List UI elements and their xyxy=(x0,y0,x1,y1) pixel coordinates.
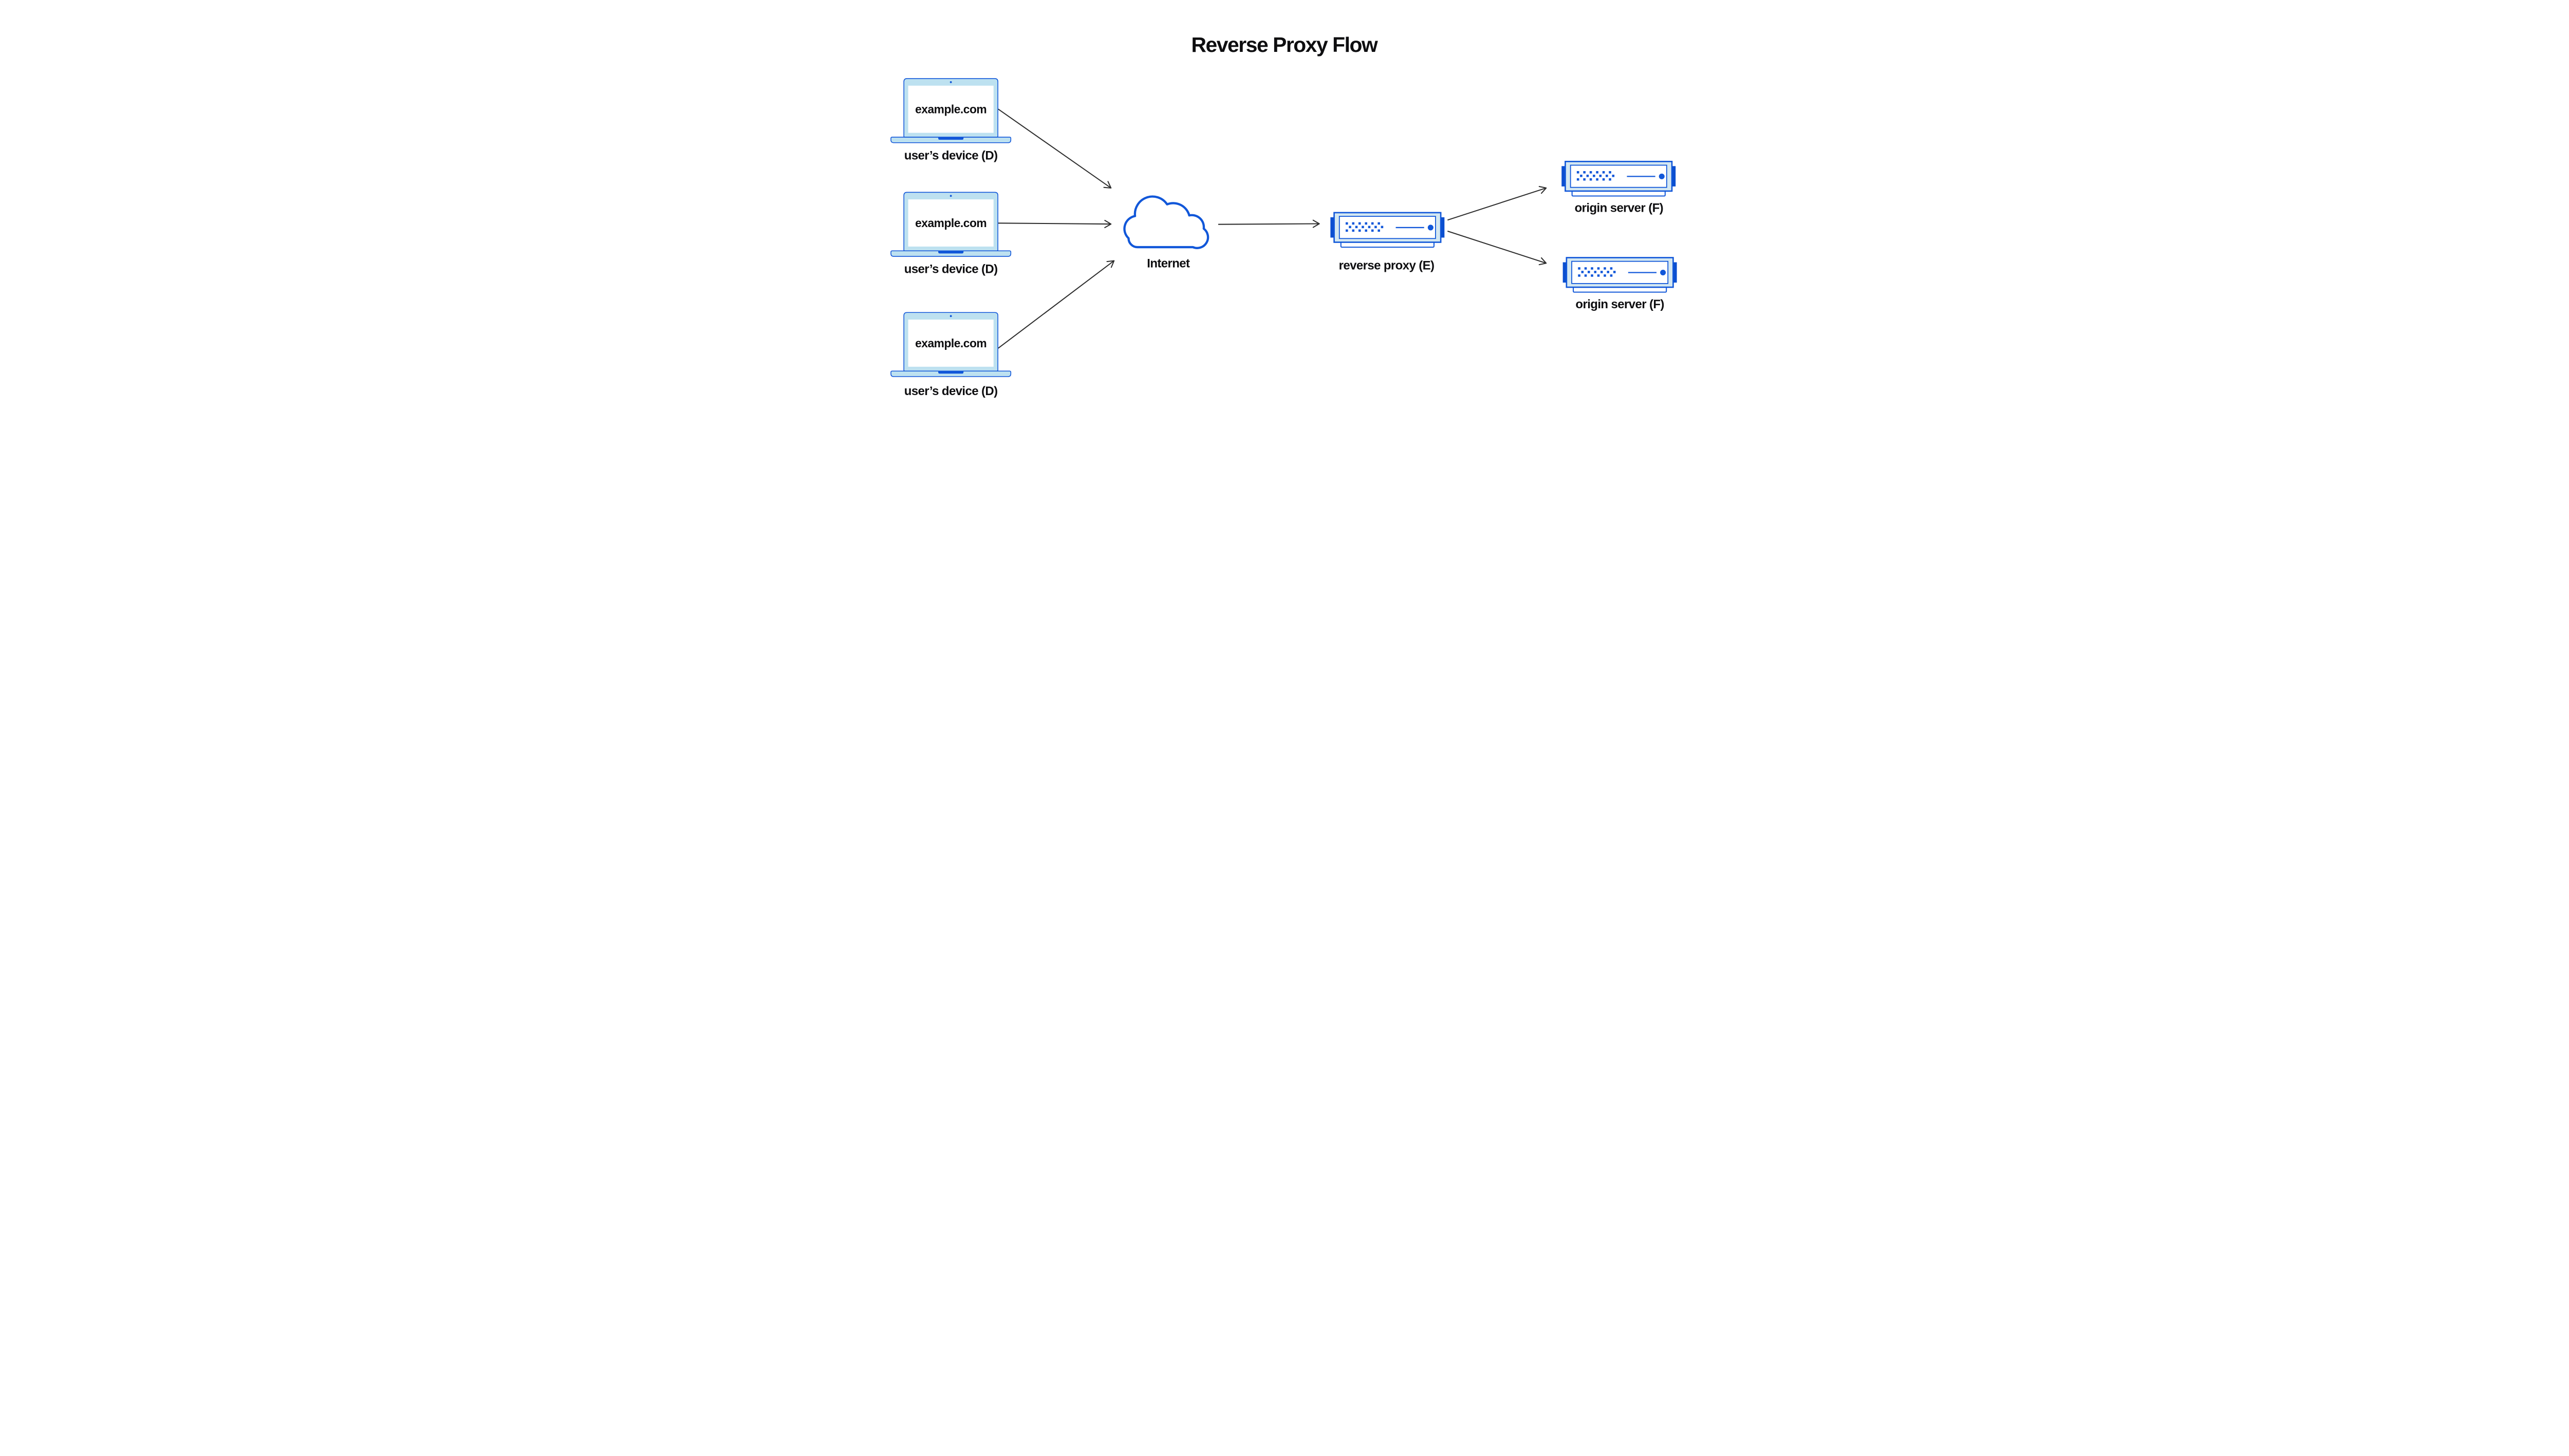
device2-caption: user’s device (D) xyxy=(904,262,998,276)
node-origin-server-2: origin server (F) xyxy=(1562,257,1678,311)
origin-server2-caption: origin server (F) xyxy=(1575,297,1664,311)
arrow-device3-to-internet xyxy=(998,260,1115,349)
page-title: Reverse Proxy Flow xyxy=(1192,33,1378,57)
device1-screen-label: example.com xyxy=(915,103,986,116)
reverse-proxy-caption: reverse proxy (E) xyxy=(1339,258,1435,272)
arrows xyxy=(998,108,1547,349)
device1-caption: user’s device (D) xyxy=(904,149,998,163)
arrow-device1-to-internet xyxy=(998,108,1112,189)
arrow-proxy-to-origin1 xyxy=(1447,185,1547,221)
cloud-icon xyxy=(1123,195,1209,249)
arrow-device2-to-internet xyxy=(998,220,1112,228)
internet-caption: Internet xyxy=(1147,257,1190,271)
server-icon xyxy=(1562,257,1678,293)
node-user-device-2: example.com user’s device (D) xyxy=(890,192,1012,276)
server-icon xyxy=(1560,161,1677,197)
node-user-device-3: example.com user’s device (D) xyxy=(890,312,1012,398)
node-internet: Internet xyxy=(1123,195,1209,271)
device3-screen-label: example.com xyxy=(915,337,986,350)
server-icon xyxy=(1330,212,1445,248)
diagram-svg: Reverse Proxy Flow example.com user’s de… xyxy=(848,0,1721,437)
node-reverse-proxy: reverse proxy (E) xyxy=(1330,212,1445,272)
origin-server1-caption: origin server (F) xyxy=(1575,201,1663,215)
arrow-internet-to-proxy xyxy=(1218,219,1320,228)
device2-screen-label: example.com xyxy=(915,216,986,230)
node-user-device-1: example.com user’s device (D) xyxy=(890,78,1012,163)
device3-caption: user’s device (D) xyxy=(904,384,998,398)
node-origin-server-1: origin server (F) xyxy=(1560,161,1677,215)
reverse-proxy-flow-diagram: Reverse Proxy Flow example.com user’s de… xyxy=(848,0,1721,437)
arrow-proxy-to-origin2 xyxy=(1447,230,1547,266)
